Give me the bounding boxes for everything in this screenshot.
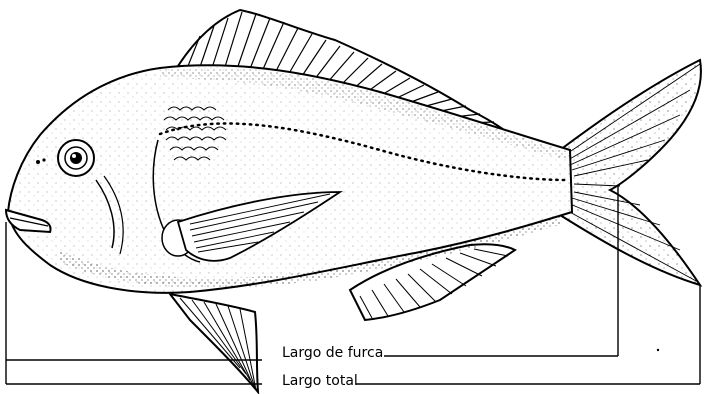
pelvic-fin bbox=[170, 294, 258, 392]
caudal-fin bbox=[560, 60, 701, 285]
eye-pupil bbox=[70, 152, 82, 164]
total-length-label: Largo total bbox=[282, 374, 358, 388]
fork-length-label: Largo de furca bbox=[282, 346, 383, 360]
nostril bbox=[36, 160, 40, 164]
